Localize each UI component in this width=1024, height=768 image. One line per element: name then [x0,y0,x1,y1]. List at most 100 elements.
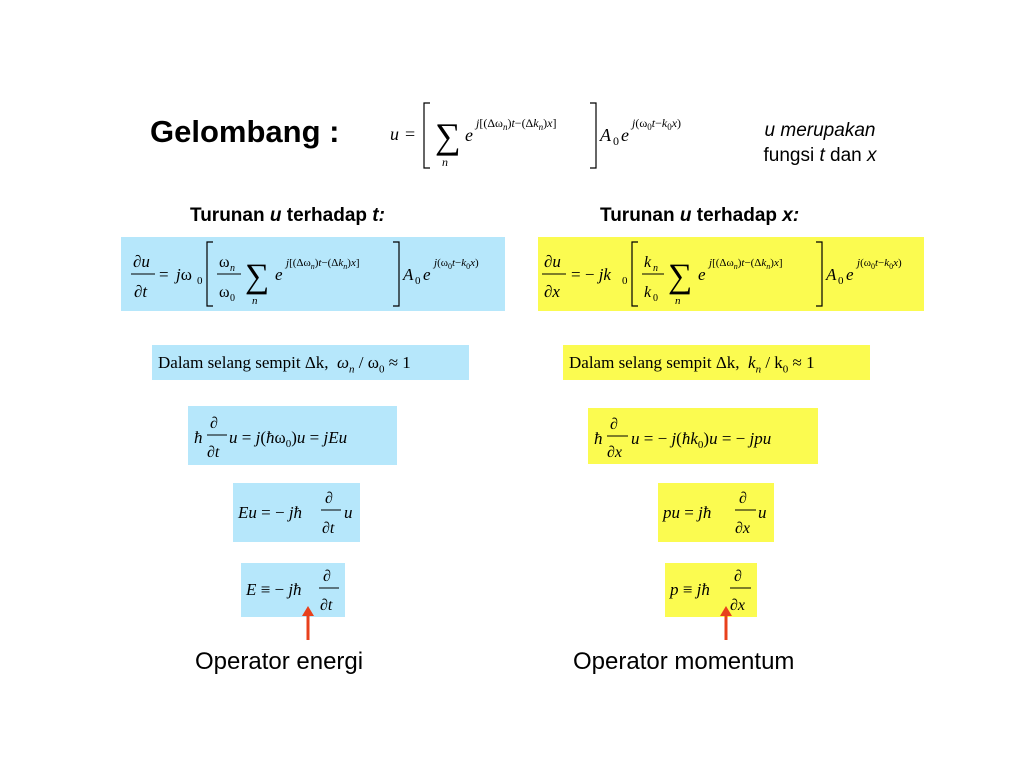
svg-text:u = j(ħω0)u = jEu: u = j(ħω0)u = jEu [229,428,347,450]
svg-text:k: k [644,284,652,301]
svg-text:∂x: ∂x [735,520,750,537]
svg-text:=: = [159,265,169,284]
condition-left-sub: n [349,363,355,376]
svg-text:A: A [402,265,414,284]
momentum-operator-equation: p ≡ jħ ∂ ∂x [669,568,751,614]
svg-text:ħ: ħ [594,429,603,448]
svg-text:∂u: ∂u [544,252,561,271]
svg-text:e: e [621,125,629,145]
svg-text:j(ω0t−k0x): j(ω0t−k0x) [630,116,681,132]
condition-left-ratio: ω [337,353,350,372]
energy-relation-equation: Eu = − jħ ∂ ∂t u [237,490,353,537]
svg-text:=: = [405,124,415,144]
momentum-eigen-box: ħ ∂ ∂x u = − j(ħk0)u = − jpu [588,408,818,464]
energy-relation-box: Eu = − jħ ∂ ∂t u [233,483,360,542]
wave-equation: u = ∑ n e j[(Δωn)t−(Δkn)x] A 0 e j(ω0t−k… [390,102,681,169]
condition-left-text: Dalam selang sempit Δk, [158,353,329,372]
svg-text:A: A [825,265,837,284]
svg-text:A: A [599,125,612,145]
svg-text:∂: ∂ [734,568,742,585]
header-left-wrt: t: [372,205,385,226]
svg-text:j(ω0t−k0x): j(ω0t−k0x) [855,257,902,271]
condition-right-approx: ≈ 1 [788,353,815,372]
svg-text:∑: ∑ [245,258,269,295]
svg-text:∂t: ∂t [134,282,148,301]
svg-text:∂: ∂ [210,415,218,432]
svg-text:0: 0 [613,134,619,148]
momentum-arrow-icon [720,606,732,640]
svg-text:E ≡ − jħ: E ≡ − jħ [245,580,302,599]
svg-text:0: 0 [415,275,421,287]
svg-text:n: n [653,263,658,274]
header-right: Turunan u terhadap x: [600,205,799,227]
condition-right-sub2: 0 [782,363,789,376]
svg-text:0: 0 [197,275,203,287]
svg-text:n: n [675,295,681,307]
svg-text:ħ: ħ [194,428,203,447]
header-left-mid: terhadap [281,205,373,226]
svg-text:∂x: ∂x [730,597,745,614]
header-right-wrt: x: [782,205,800,226]
svg-text:0: 0 [622,275,628,287]
energy-operator-box: E ≡ − jħ ∂ ∂t [241,563,345,617]
energy-operator-label: Operator energi [195,648,364,675]
page-title: Gelombang : [150,114,340,149]
condition-left-approx: ≈ 1 [384,353,411,372]
header-right-mid: terhadap [691,205,783,226]
momentum-relation-box: pu = jħ ∂ ∂x u [658,483,774,542]
svg-text:∂t: ∂t [207,444,220,461]
condition-right-sub: n [755,363,762,376]
svg-text:∂t: ∂t [320,597,333,614]
svg-text:e: e [275,265,283,284]
svg-text:0: 0 [230,293,235,304]
condition-right-ratio: k [748,353,756,372]
svg-text:0: 0 [653,293,658,304]
header-left: Turunan u terhadap t: [190,205,385,227]
svg-text:∑: ∑ [668,258,692,295]
svg-text:pu = jħ: pu = jħ [662,503,711,522]
svg-text:e: e [846,265,854,284]
svg-text:k: k [644,254,652,271]
svg-text:0: 0 [838,275,844,287]
svg-text:∂x: ∂x [607,444,622,461]
narrow-range-condition-right: Dalam selang sempit Δk, kn / k0 ≈ 1 [563,345,870,380]
svg-text:e: e [465,125,473,145]
time-derivative-box: ∂u ∂t = jω 0 ω n ω 0 ∑ n e j[(Δωn)t−(Δkn… [121,237,505,311]
function-note: u merupakan fungsi t dan x [735,118,905,168]
svg-text:j[(Δωn)t−(Δkn)x]: j[(Δωn)t−(Δkn)x] [284,257,360,271]
svg-text:j[(Δωn)t−(Δkn)x]: j[(Δωn)t−(Δkn)x] [474,116,556,132]
svg-text:j[(Δωn)t−(Δkn)x]: j[(Δωn)t−(Δkn)x] [707,257,783,271]
svg-text:u: u [758,503,767,522]
svg-text:∂t: ∂t [322,520,335,537]
momentum-operator-box: p ≡ jħ ∂ ∂x [665,563,757,617]
header-right-prefix: Turunan [600,205,680,226]
svg-text:n: n [442,155,448,169]
energy-operator-equation: E ≡ − jħ ∂ ∂t [245,568,339,614]
svg-text:∑: ∑ [435,116,461,156]
svg-text:∂u: ∂u [133,252,150,271]
svg-text:= − jk: = − jk [571,265,611,284]
condition-left-rest: / ω [354,353,379,372]
note-var-x: x [867,145,877,166]
svg-text:∂: ∂ [323,568,331,585]
svg-text:∂: ∂ [739,490,747,507]
svg-text:ω: ω [219,284,230,301]
svg-text:∂x: ∂x [544,282,560,301]
momentum-relation-equation: pu = jħ ∂ ∂x u [662,490,767,537]
svg-text:u: u [390,124,399,144]
note-line1: u merupakan [764,120,876,141]
svg-text:n: n [230,263,235,274]
note-prefix: fungsi [763,145,820,166]
note-var-t: t [819,145,825,166]
svg-text:n: n [252,295,258,307]
svg-text:∂: ∂ [610,416,618,433]
svg-text:u: u [344,503,353,522]
narrow-range-condition-left: Dalam selang sempit Δk, ωn / ω0 ≈ 1 [152,345,469,380]
condition-right-text: Dalam selang sempit Δk, [569,353,740,372]
note-mid: dan [824,145,868,166]
svg-text:Eu = − jħ: Eu = − jħ [237,503,302,522]
space-derivative-equation: ∂u ∂x = − jk 0 k n k 0 ∑ n e j[(Δωn)t−(Δ… [542,241,902,307]
svg-text:u = − j(ħk0)u = − jpu: u = − j(ħk0)u = − jpu [631,429,771,451]
svg-text:p ≡ jħ: p ≡ jħ [669,580,710,599]
momentum-eigen-equation: ħ ∂ ∂x u = − j(ħk0)u = − jpu [594,416,771,461]
